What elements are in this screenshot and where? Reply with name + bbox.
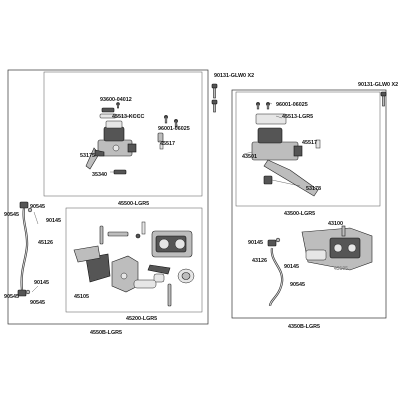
- left-caliper-body: [151, 230, 193, 258]
- label-90545-left-2: 90545: [4, 294, 19, 300]
- label-90145-right-2: 90145: [284, 264, 299, 270]
- right-mount-bolts-right: [380, 91, 387, 107]
- right-screws: [256, 102, 321, 149]
- left-brake-hose: [17, 201, 33, 297]
- right-caliper-assembly: [301, 225, 373, 271]
- label-90145-left-2: 90145: [34, 280, 49, 286]
- right-mount-bolts-left: [211, 83, 218, 113]
- left-screws-96001: [164, 115, 178, 128]
- leader-lines: [31, 102, 301, 293]
- right-switch-53178: [263, 175, 273, 185]
- frame-45200-kit: [65, 207, 203, 313]
- label-45513-lgr5: 45513-LGR5: [282, 114, 313, 120]
- label-4350b-lgr5: 4350B-LGR5: [288, 324, 320, 330]
- left-switch-35340: [110, 169, 127, 175]
- label-43100: 43100: [328, 221, 343, 227]
- frame-43500-kit: [235, 91, 381, 207]
- left-cap-screws: [116, 102, 120, 109]
- label-93600-04012: 93600-04012: [100, 97, 132, 103]
- label-96001-06025-left: 96001-06025: [158, 126, 190, 132]
- label-45126: 45126: [38, 240, 53, 246]
- label-90545-right: 90545: [290, 282, 305, 288]
- frame-45500-kit: [43, 71, 203, 197]
- label-45517-right: 45517: [302, 140, 317, 146]
- label-4550b-lgr5: 4550B-LGR5: [90, 330, 122, 336]
- frame-right-assembly: [231, 89, 387, 319]
- label-45105: 45105: [74, 294, 89, 300]
- right-brake-hose: [267, 237, 284, 307]
- left-caliper-bracket: [111, 255, 139, 293]
- label-90131-glw0-right: 90131-GLW0 X2: [358, 82, 398, 88]
- label-35340: 35340: [92, 172, 107, 178]
- label-96001-06025-right: 96001-06025: [276, 102, 308, 108]
- label-43500-lgr5: 43500-LGR5: [284, 211, 315, 217]
- label-43105: 43105: [334, 266, 348, 272]
- label-43126: 43126: [252, 258, 267, 264]
- right-master-cylinder: [251, 113, 303, 161]
- label-43501: 43501: [242, 154, 257, 160]
- label-53178: 53178: [306, 186, 321, 192]
- label-90545-left-1b: 90545: [4, 212, 19, 218]
- label-45517-left: 45517: [160, 141, 175, 147]
- left-slide-pins: [99, 221, 172, 307]
- left-pistons: [177, 268, 195, 284]
- left-switch-53175: [94, 149, 105, 157]
- label-90145-left-1: 90145: [46, 218, 61, 224]
- left-45517-parts: [157, 132, 164, 150]
- label-45513-kccc: 45513-KCCC: [112, 114, 144, 120]
- left-master-cylinder: [85, 120, 137, 170]
- left-brake-pads: [73, 245, 111, 283]
- label-90545-left-1: 90545: [30, 204, 45, 210]
- label-53175: 53175: [80, 153, 95, 159]
- right-brake-lever: [263, 159, 319, 197]
- label-45500-lgr5: 45500-LGR5: [118, 201, 149, 207]
- label-90131-glw0-left: 90131-GLW0 X2: [214, 73, 254, 79]
- frame-left-assembly: [7, 69, 209, 325]
- label-90145-right-1: 90145: [248, 240, 263, 246]
- label-90545-left-2b: 90545: [30, 300, 45, 306]
- label-45200-lgr5: 45200-LGR5: [126, 316, 157, 322]
- left-pad-spring: [147, 264, 171, 275]
- left-diaphragm: [99, 107, 117, 119]
